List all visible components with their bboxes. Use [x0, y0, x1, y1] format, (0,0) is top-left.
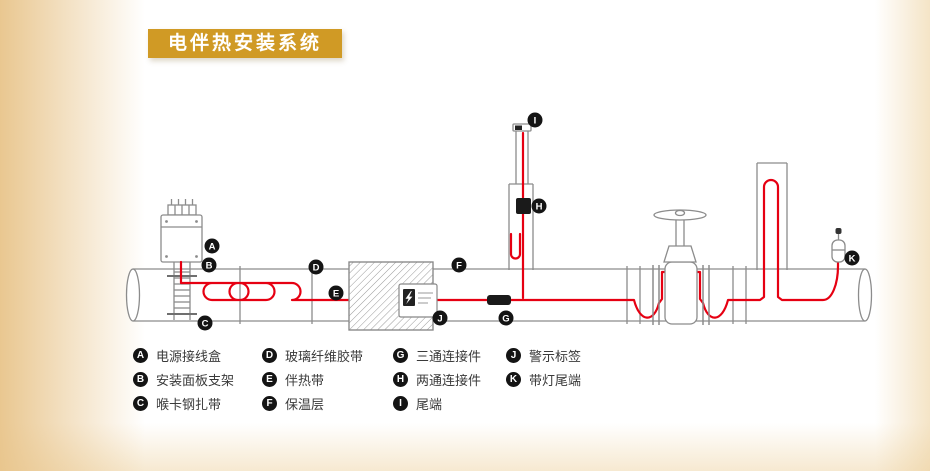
two-way-connector [516, 198, 531, 214]
marker-A: A [204, 238, 220, 254]
page-title: 电伴热安装系统 [148, 29, 343, 58]
marker-J: J [432, 310, 448, 326]
svg-text:J: J [437, 314, 442, 325]
warning-label [398, 283, 438, 318]
heating-cable-run [179, 178, 840, 319]
mounting-bracket [167, 262, 197, 320]
gate-valve [652, 209, 710, 325]
svg-text:E: E [333, 289, 339, 300]
marker-F: F [451, 257, 467, 273]
svg-text:C: C [202, 319, 209, 330]
lighted-end-cap [831, 228, 846, 263]
marker-G: G [498, 310, 514, 326]
svg-text:H: H [536, 202, 543, 213]
svg-text:G: G [502, 314, 509, 325]
fiberglass-tape-bands [239, 266, 313, 324]
expansion-loop-riser [756, 162, 788, 270]
svg-text:D: D [313, 263, 320, 274]
branch-riser-pipe [508, 123, 534, 270]
svg-text:I: I [534, 116, 537, 127]
svg-text:A: A [209, 242, 216, 253]
tee-connector [487, 295, 511, 305]
end-seal-tick [515, 125, 522, 130]
marker-C: C [197, 315, 213, 331]
valve-bonnet [663, 245, 697, 263]
heating-cable [179, 131, 840, 319]
heating-cable-slack-loop [509, 232, 522, 260]
marker-K: K [844, 250, 860, 266]
valve-body [664, 261, 698, 325]
svg-text:F: F [456, 261, 462, 272]
lightning-icon [405, 291, 413, 304]
junction-box [160, 199, 203, 263]
marker-H: H [531, 198, 547, 214]
marker-B: B [201, 257, 217, 273]
svg-text:B: B [206, 261, 213, 272]
marker-D: D [308, 259, 324, 275]
marker-I: I [527, 112, 543, 128]
svg-text:K: K [849, 254, 856, 265]
marker-E: E [328, 285, 344, 301]
